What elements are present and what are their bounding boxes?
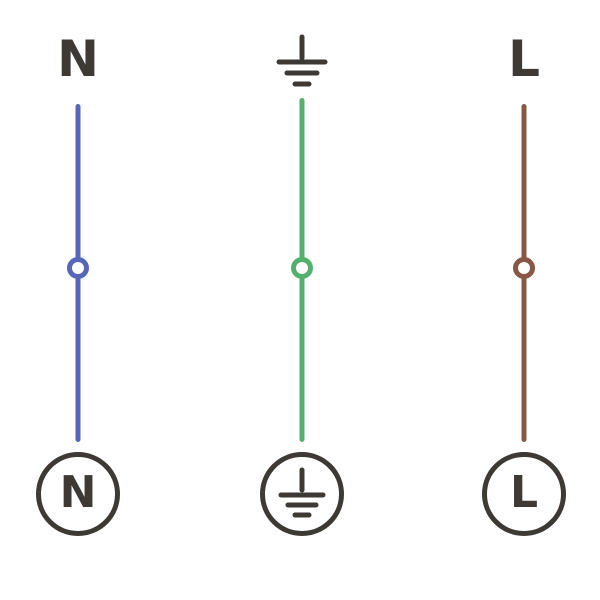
- earth-terminal-node: [291, 257, 313, 279]
- neutral-terminal-circle: N: [36, 452, 120, 536]
- live-terminal-node: [513, 257, 535, 279]
- live-top-label: L: [508, 30, 540, 88]
- live-terminal-circle: L: [482, 452, 566, 536]
- neutral-terminal-label: N: [59, 467, 97, 518]
- earth-ground-icon: [274, 34, 330, 88]
- earth-ground-terminal-icon: [275, 467, 329, 521]
- live-terminal-label: L: [509, 467, 539, 518]
- neutral-top-label: N: [57, 30, 99, 88]
- neutral-terminal-node: [67, 257, 89, 279]
- earth-terminal-circle: [260, 452, 344, 536]
